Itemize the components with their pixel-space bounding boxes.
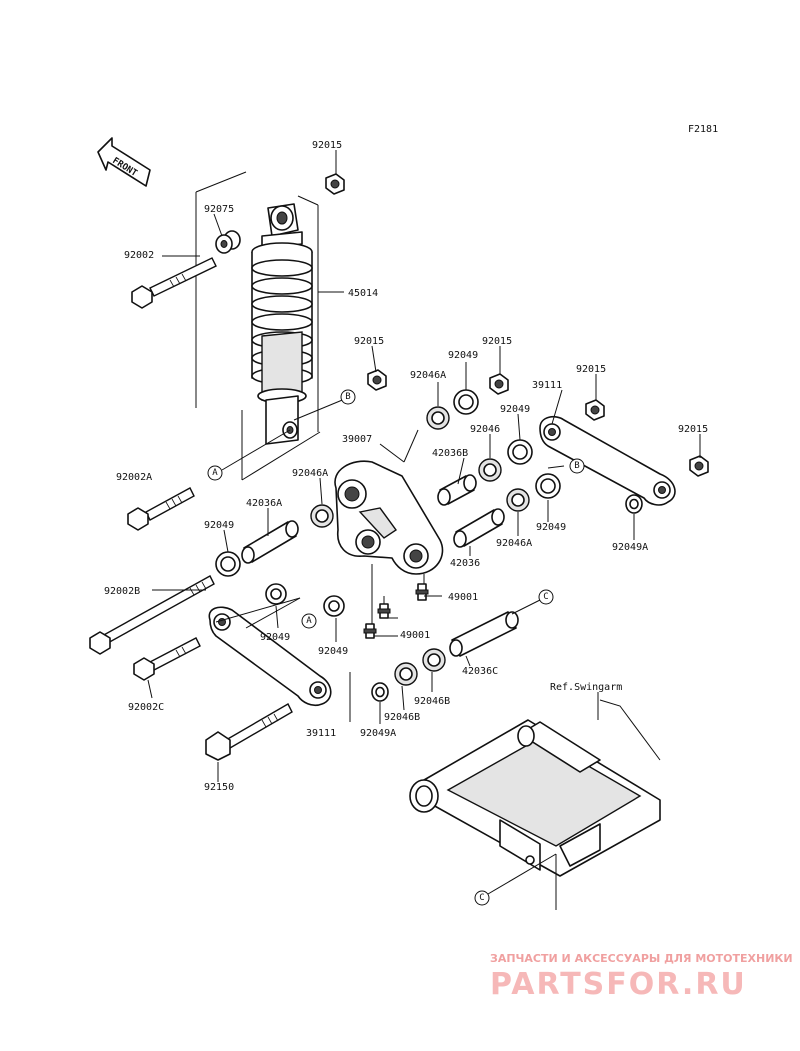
- bearing-92046B-b: [394, 662, 418, 686]
- nut-92015-link-a: [489, 373, 509, 395]
- collar-42036: [453, 508, 505, 548]
- label-39111-upper: 39111: [532, 380, 562, 391]
- label-92002B: 92002B: [104, 586, 140, 597]
- label-39111-lower: 39111: [306, 728, 336, 739]
- svg-text:C: C: [543, 592, 548, 602]
- label-92049-f: 92049: [318, 646, 348, 657]
- seal-92049A-lower: [371, 682, 389, 702]
- svg-text:A: A: [306, 616, 312, 626]
- label-45014: 45014: [348, 288, 378, 299]
- label-42036B: 42036B: [432, 448, 468, 459]
- label-92049A-lower: 92049A: [360, 728, 396, 739]
- collar-42036A: [241, 520, 299, 564]
- collar-92075: [215, 230, 241, 254]
- label-49001-a: 49001: [448, 592, 478, 603]
- seal-92049-c: [535, 473, 561, 499]
- nut-92015-link-b: [585, 399, 605, 421]
- collar-42036C: [449, 611, 519, 657]
- nut-92015-link-c: [689, 455, 709, 477]
- label-42036C: 42036C: [462, 666, 498, 677]
- label-92046A-c: 92046A: [496, 538, 532, 549]
- label-92150: 92150: [204, 782, 234, 793]
- svg-text:A: A: [212, 468, 218, 478]
- leader-lines: [147, 150, 701, 910]
- watermark-logo: PARTSFOR.RU: [490, 967, 747, 1002]
- label-92002A: 92002A: [116, 472, 152, 483]
- bearing-92046A-b: [310, 504, 334, 528]
- tie-rod-39111-lower: [208, 606, 332, 707]
- grease-nipple-49001-c: [363, 623, 377, 639]
- front-arrow-icon: FRONT: [97, 137, 151, 187]
- seal-92049-d: [215, 551, 241, 577]
- label-92046A-b: 92046A: [292, 468, 328, 479]
- label-92015-link-b: 92015: [576, 364, 606, 375]
- bolt-92002: [131, 257, 217, 309]
- svg-text:B: B: [574, 461, 579, 471]
- label-92049-c: 92049: [536, 522, 566, 533]
- bolt-92002A: [127, 487, 195, 531]
- label-92002C: 92002C: [128, 702, 164, 713]
- label-92046B-b: 92046B: [384, 712, 420, 723]
- label-92049-d: 92049: [204, 520, 234, 531]
- grease-nipple-49001-a: [415, 583, 429, 601]
- label-92046A-a: 92046A: [410, 370, 446, 381]
- label-92015-top: 92015: [312, 140, 342, 151]
- bearing-92046: [478, 458, 502, 482]
- ref-marker-c-upper: C: [538, 589, 554, 605]
- grease-nipple-49001-b: [377, 603, 391, 619]
- label-92002: 92002: [124, 250, 154, 261]
- bearing-92046A-c: [506, 488, 530, 512]
- ref-marker-c-lower: C: [474, 890, 490, 906]
- label-49001-b: 49001: [400, 630, 430, 641]
- watermark-tagline: ЗАПЧАСТИ И АКСЕССУАРЫ ДЛЯ МОТОТЕХНИКИ: [490, 952, 793, 965]
- bearing-92046B-a: [422, 648, 446, 672]
- bolt-92150: [205, 703, 293, 761]
- label-42036: 42036: [450, 558, 480, 569]
- part-number-labels: 92015 92075 92002 45014 92015 92049 9201…: [104, 140, 708, 793]
- seal-92049-a: [453, 389, 479, 415]
- tie-rod-39111-upper: [539, 415, 676, 506]
- svg-text:B: B: [345, 392, 350, 402]
- label-92046: 92046: [470, 424, 500, 435]
- label-92075: 92075: [204, 204, 234, 215]
- label-92049A-upper: 92049A: [612, 542, 648, 553]
- seal-92049-b: [507, 439, 533, 465]
- collar-42036B: [437, 474, 477, 506]
- svg-text:C: C: [479, 893, 484, 903]
- seal-92049-e: [265, 583, 287, 605]
- label-92015-shock: 92015: [354, 336, 384, 347]
- label-39007: 39007: [342, 434, 372, 445]
- bolt-92002C: [133, 637, 201, 681]
- ref-marker-a-upper: A: [207, 465, 223, 481]
- seal-92049A-upper: [625, 494, 643, 514]
- ref-marker-a-lower: A: [301, 613, 317, 629]
- watermark: ЗАПЧАСТИ И АКСЕССУАРЫ ДЛЯ МОТОТЕХНИКИ PA…: [490, 952, 793, 1002]
- bolt-92002B: [89, 575, 215, 655]
- label-92015-link-a: 92015: [482, 336, 512, 347]
- rear-shock-absorber: [195, 171, 321, 481]
- figure-code: F2181: [688, 124, 718, 135]
- label-92015-link-c: 92015: [678, 424, 708, 435]
- ref-marker-b-right: B: [569, 458, 585, 474]
- nut-92015-shock-lower: [367, 369, 387, 391]
- swingarm-reference: [409, 699, 661, 877]
- bearing-92046A-a: [426, 406, 450, 430]
- label-92049-a: 92049: [448, 350, 478, 361]
- rocker-arm-39007: [334, 460, 444, 575]
- label-92049-b: 92049: [500, 404, 530, 415]
- reference-swingarm-label: Ref.Swingarm: [550, 682, 622, 693]
- label-92046B-a: 92046B: [414, 696, 450, 707]
- label-92049-e: 92049: [260, 632, 290, 643]
- seal-92049-f: [323, 595, 345, 617]
- label-42036A: 42036A: [246, 498, 282, 509]
- nut-92015-top: [325, 173, 345, 195]
- ref-marker-b-upper: B: [340, 389, 356, 405]
